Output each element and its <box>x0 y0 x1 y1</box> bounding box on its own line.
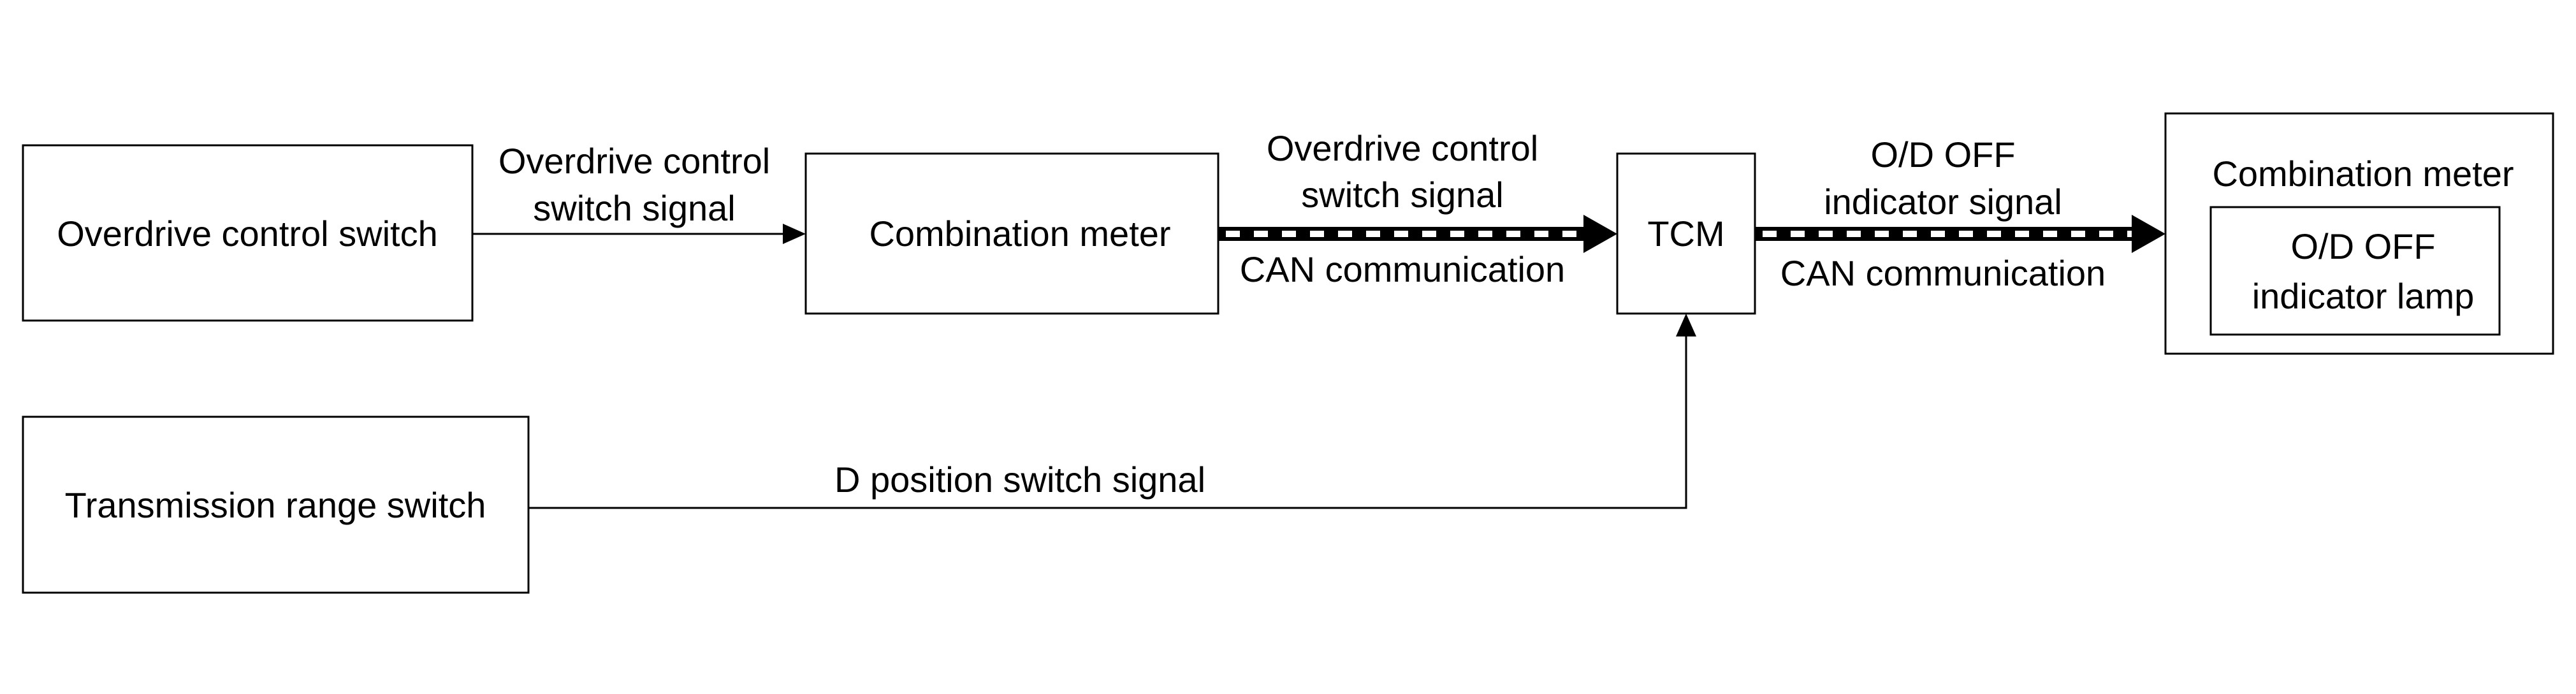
combination-meter-label: Combination meter <box>869 213 1170 254</box>
overdrive-switch-signal-label-line1: Overdrive control <box>498 141 770 181</box>
overdrive-control-switch-block: Overdrive control switch <box>22 144 474 322</box>
combination-meter-display-label: Combination meter <box>2212 154 2514 194</box>
od-off-indicator-lamp-label-line1: O/D OFF <box>2290 226 2435 266</box>
od-off-indicator-lamp-label-line2: indicator lamp <box>2252 276 2475 316</box>
od-off-indicator-signal-label-line2: indicator signal <box>1824 182 2062 222</box>
can-bus-meter-to-tcm: Overdrive control switch signal CAN comm… <box>1218 128 1617 289</box>
can-bus-2-communication-label: CAN communication <box>1780 253 2106 293</box>
od-off-indicator-lamp-box <box>2209 206 2501 336</box>
tcm-box <box>1616 152 1756 315</box>
can-bus-1-signal-label-line2: switch signal <box>1301 175 1503 215</box>
d-position-signal-wire <box>528 334 1687 509</box>
tcm-label: TCM <box>1647 213 1724 254</box>
overdrive-switch-signal-label-line2: switch signal <box>533 188 735 228</box>
transmission-range-switch-box <box>22 416 530 594</box>
transmission-range-switch-block: Transmission range switch <box>22 416 530 594</box>
overdrive-control-switch-box <box>22 144 474 322</box>
overdrive-control-switch-label: Overdrive control switch <box>57 213 438 254</box>
combination-meter-box <box>804 152 1219 315</box>
d-position-signal-label: D position switch signal <box>834 459 1205 500</box>
transmission-range-switch-label: Transmission range switch <box>65 485 486 525</box>
overdrive-switch-signal-arrowhead <box>783 224 806 244</box>
tcm-block: TCM <box>1616 152 1756 315</box>
d-position-signal-connection: D position switch signal <box>528 314 1696 509</box>
d-position-signal-arrowhead <box>1676 314 1696 336</box>
can-bus-2-arrowhead <box>2132 215 2165 253</box>
combination-meter-display-block: Combination meter O/D OFF indicator lamp <box>2164 112 2554 355</box>
can-bus-tcm-to-meter: O/D OFF indicator signal CAN communicati… <box>1755 134 2165 293</box>
can-bus-1-communication-label: CAN communication <box>1240 249 1565 289</box>
od-off-indicator-signal-label-line1: O/D OFF <box>1870 134 2015 175</box>
can-bus-1-signal-label-line1: Overdrive control <box>1267 128 1538 168</box>
combination-meter-block: Combination meter <box>804 152 1219 315</box>
overdrive-switch-signal-connection: Overdrive control switch signal <box>472 141 806 244</box>
can-bus-1-arrowhead <box>1583 215 1617 253</box>
od-off-indicator-lamp-block: O/D OFF indicator lamp <box>2209 206 2501 336</box>
